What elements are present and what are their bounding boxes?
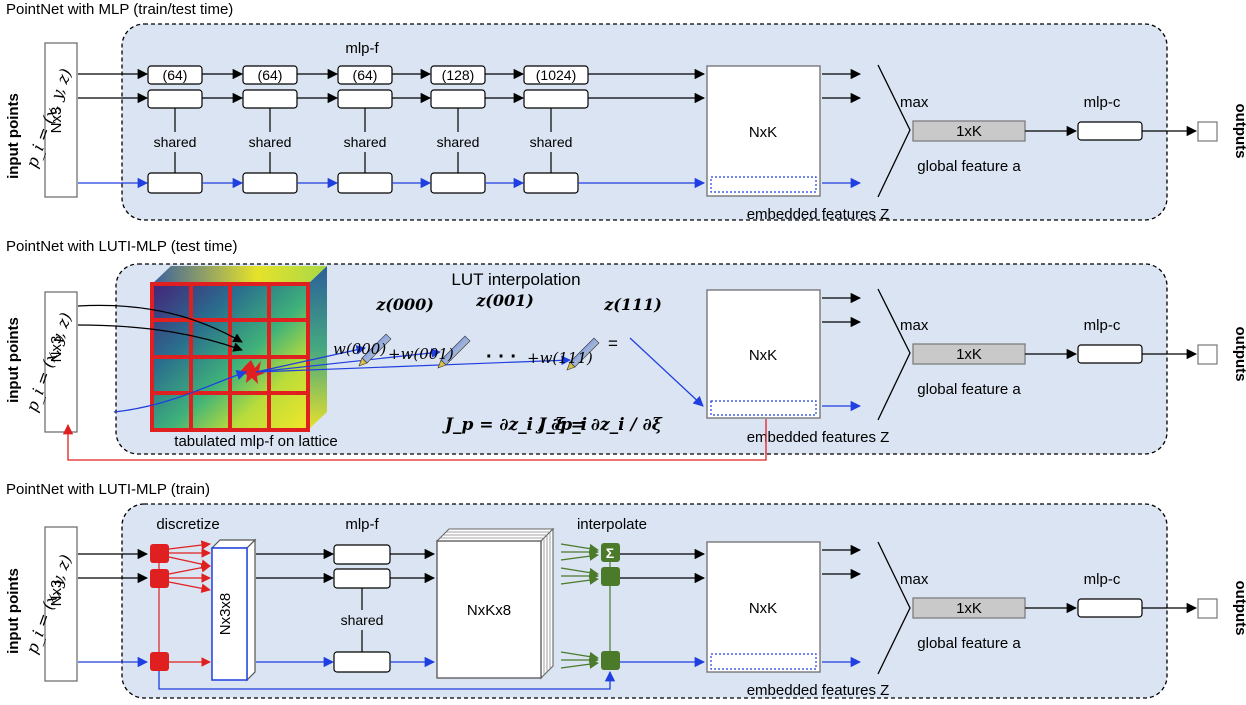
features8-label: NxKx8 <box>467 602 511 619</box>
input-box-label: Nx3 <box>48 580 65 607</box>
outputs-label: outputs <box>1232 104 1246 159</box>
input-label: input points <box>5 93 22 179</box>
z-label: z(001) <box>475 291 534 310</box>
input-label: input points <box>5 317 22 403</box>
tensor-label: Nx3x8 <box>217 593 234 636</box>
input-box <box>44 42 78 198</box>
mlp-box <box>333 651 391 673</box>
shared-label: shared <box>341 612 384 628</box>
layer-size: (64) <box>163 67 188 83</box>
mlp-c-box <box>1077 598 1143 618</box>
features-box-label: NxK <box>749 600 777 617</box>
lut-lattice-cube <box>150 266 327 432</box>
discretize-node <box>150 544 169 563</box>
jacobian-p: J_p = ∂z_i / ∂p_i <box>442 415 587 435</box>
panel <box>115 263 1168 455</box>
z-label: z(000) <box>375 295 434 314</box>
section-luti-train: PointNet with LUTI-MLP (train) input poi… <box>5 481 1246 699</box>
outputs-box <box>1197 121 1218 142</box>
input-box <box>44 526 78 682</box>
max-label: max <box>900 94 929 111</box>
weight-path <box>158 670 616 690</box>
input-box-label: Nx3 <box>48 107 65 134</box>
lut-label: LUT interpolation <box>451 270 580 289</box>
section1-title: PointNet with MLP (train/test time) <box>6 1 233 18</box>
discretize-label: discretize <box>156 516 219 533</box>
mlp-c-label: mlp-c <box>1084 571 1121 588</box>
outputs-box <box>1197 344 1218 365</box>
max-pool <box>877 64 911 198</box>
features-box <box>706 65 821 197</box>
global-label: global feature a <box>917 381 1021 398</box>
section2-title: PointNet with LUTI-MLP (test time) <box>6 238 237 255</box>
shared-label: shared <box>344 134 387 150</box>
input-box-label: Nx3 <box>48 336 65 363</box>
mlp-label: mlp-f <box>345 40 379 57</box>
global-box-label: 1xK <box>956 346 982 363</box>
layer-size: (64) <box>353 67 378 83</box>
section-luti-test: PointNet with LUTI-MLP (test time) input… <box>5 238 1246 461</box>
global-box-label: 1xK <box>956 600 982 617</box>
outputs-box <box>1197 598 1218 619</box>
weight-label: +w(001) <box>388 345 454 363</box>
mlp-c-label: mlp-c <box>1084 317 1121 334</box>
shared-label: shared <box>249 134 292 150</box>
mlp-c-label: mlp-c <box>1084 94 1121 111</box>
layer-size: (64) <box>258 67 283 83</box>
layer-size: (128) <box>442 67 475 83</box>
shared-label: shared <box>154 134 197 150</box>
z-label: z(111) <box>603 295 662 314</box>
discretize-node <box>150 652 169 671</box>
mlp-box <box>333 568 391 589</box>
embedded-label: embedded features Z <box>747 429 890 446</box>
features-box <box>706 541 821 673</box>
lattice-label: tabulated mlp-f on lattice <box>174 433 337 450</box>
global-label: global feature a <box>917 635 1021 652</box>
dots: · · · <box>486 346 517 368</box>
mlp-box <box>333 544 391 565</box>
mlp-label: mlp-f <box>345 516 379 533</box>
shared-label: shared <box>530 134 573 150</box>
interpolate-node <box>601 567 620 586</box>
global-label: global feature a <box>917 158 1021 175</box>
discretize-node <box>150 569 169 588</box>
features-box <box>706 289 821 419</box>
equals: = <box>608 334 618 353</box>
max-pool <box>877 541 911 675</box>
embedded-label: embedded features Z <box>747 682 890 699</box>
max-pool <box>877 288 911 421</box>
jacobian-xi: J_ξ = ∂z_i / ∂ξ <box>535 415 663 435</box>
interpolate-label: interpolate <box>577 516 647 533</box>
features-box-label: NxK <box>749 347 777 364</box>
interpolate-node <box>601 651 620 670</box>
mlp-c-box <box>1077 121 1143 141</box>
max-label: max <box>900 317 929 334</box>
outputs-label: outputs <box>1232 581 1246 636</box>
features-box-label: NxK <box>749 124 777 141</box>
section-mlp: PointNet with MLP (train/test time) inpu… <box>5 1 1246 223</box>
discretized-tensor <box>211 547 248 681</box>
weight-label: +w(111) <box>527 349 593 367</box>
global-box-label: 1xK <box>956 123 982 140</box>
max-label: max <box>900 571 929 588</box>
features8-stack <box>435 527 555 680</box>
mlp-c-box <box>1077 344 1143 364</box>
section3-title: PointNet with LUTI-MLP (train) <box>6 481 210 498</box>
shared-label: shared <box>437 134 480 150</box>
input-label: input points <box>5 568 22 654</box>
backprop-arrow <box>62 419 767 461</box>
embedded-label: embedded features Z <box>747 206 890 223</box>
interpolate-node <box>601 543 620 562</box>
weight-label: w(000) <box>333 340 386 358</box>
sum-icon: Σ <box>606 545 614 561</box>
input-box <box>44 291 78 433</box>
layer-size: (1024) <box>536 67 576 83</box>
outputs-label: outputs <box>1232 327 1246 382</box>
